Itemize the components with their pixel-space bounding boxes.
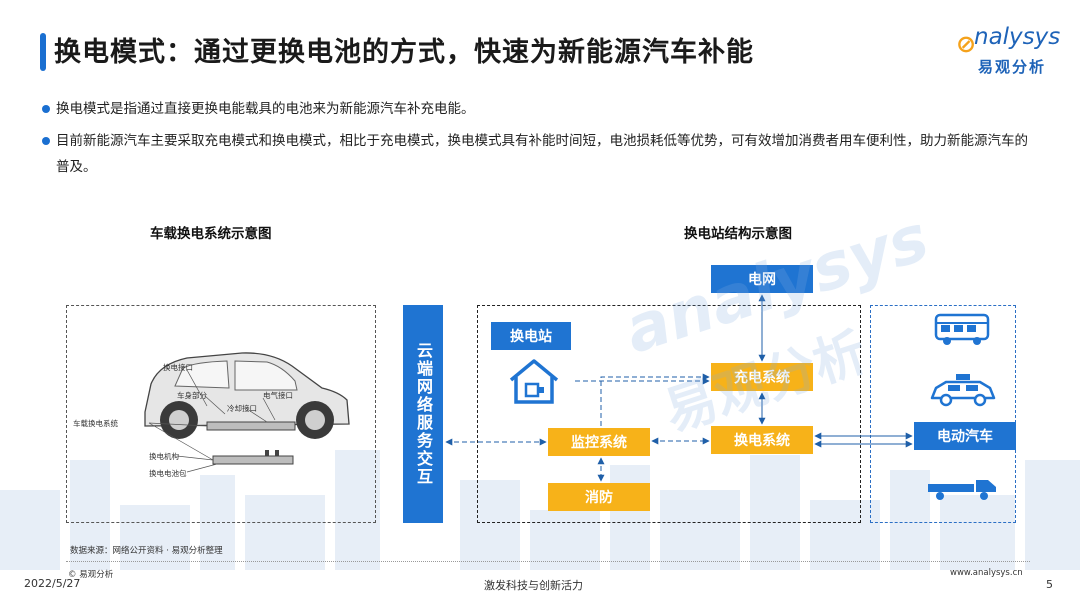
bullet-dot-icon (42, 137, 50, 145)
label-cooling-port: 冷却接口 (227, 403, 257, 413)
right-diagram-caption: 换电站结构示意图 (684, 226, 792, 242)
left-diagram-caption: 车载换电系统示意图 (150, 226, 272, 242)
electric-vehicle-box: 电动汽车 (914, 422, 1016, 450)
page-title: 换电模式：通过更换电池的方式，快速为新能源汽车补能 (54, 37, 754, 68)
bullet-item: 目前新能源汽车主要采取充电模式和换电模式，相比于充电模式，换电模式具有补能时间短… (42, 128, 1036, 180)
label-electric-port: 电气接口 (263, 390, 293, 400)
bullet-text: 目前新能源汽车主要采取充电模式和换电模式，相比于充电模式，换电模式具有补能时间短… (56, 133, 1028, 175)
source-note: 数据来源：网络公开资料 · 易观分析整理 (70, 546, 223, 556)
taxi-icon (930, 374, 996, 407)
monitoring-system-box: 监控系统 (548, 428, 650, 456)
truck-icon (928, 480, 996, 500)
date: 2022/5/27 (24, 577, 81, 590)
bus-icon (934, 313, 990, 345)
swapping-system-box: 换电系统 (711, 426, 813, 454)
station-house-icon (509, 359, 559, 404)
copyright: © 易观分析 (68, 570, 114, 580)
label-onboard-system: 车载换电系统 (73, 418, 118, 428)
label-car-body: 车身部分 (177, 390, 207, 400)
label-swap-battery: 换电电池包 (149, 468, 187, 478)
cloud-service-bar: 云端网络服务交互 (403, 305, 443, 523)
bullet-text: 换电模式是指通过直接更换电能载具的电池来为新能源汽车补充电能。 (56, 101, 475, 117)
page-number: 5 (1046, 578, 1053, 591)
power-grid-box: 电网 (711, 265, 813, 293)
logo-text-en: nalysys (974, 24, 1061, 50)
charging-system-box: 充电系统 (711, 363, 813, 391)
logo-mark-icon: ⊘ (956, 30, 977, 58)
label-swap-mechanism: 换电机构 (149, 451, 179, 461)
fire-protection-box: 消防 (548, 483, 650, 511)
label-swap-port: 换电接口 (163, 362, 193, 372)
bullet-dot-icon (42, 105, 50, 113)
bullet-item: 换电模式是指通过直接更换电能载具的电池来为新能源汽车补充电能。 (42, 96, 1036, 122)
vehicles-panel (870, 305, 1016, 523)
swap-station-panel (477, 305, 861, 523)
car-illustration: 换电接口 车身部分 电气接口 冷却接口 车载换电系统 换电机构 换电电池包 (73, 352, 350, 478)
slogan: 激发科技与创新活力 (484, 579, 583, 592)
logo-text-cn: 易观分析 (978, 58, 1047, 76)
website-url: www.analysys.cn (950, 568, 1023, 578)
title-accent-bar (40, 33, 46, 71)
station-label: 换电站 (491, 322, 571, 350)
analysys-logo: ⊘ nalysys 易观分析 (956, 24, 1066, 80)
car-diagram-panel: 换电接口 车身部分 电气接口 冷却接口 车载换电系统 换电机构 换电电池包 (66, 305, 376, 523)
footer-divider (66, 561, 1030, 562)
skyline-background (0, 450, 1080, 570)
